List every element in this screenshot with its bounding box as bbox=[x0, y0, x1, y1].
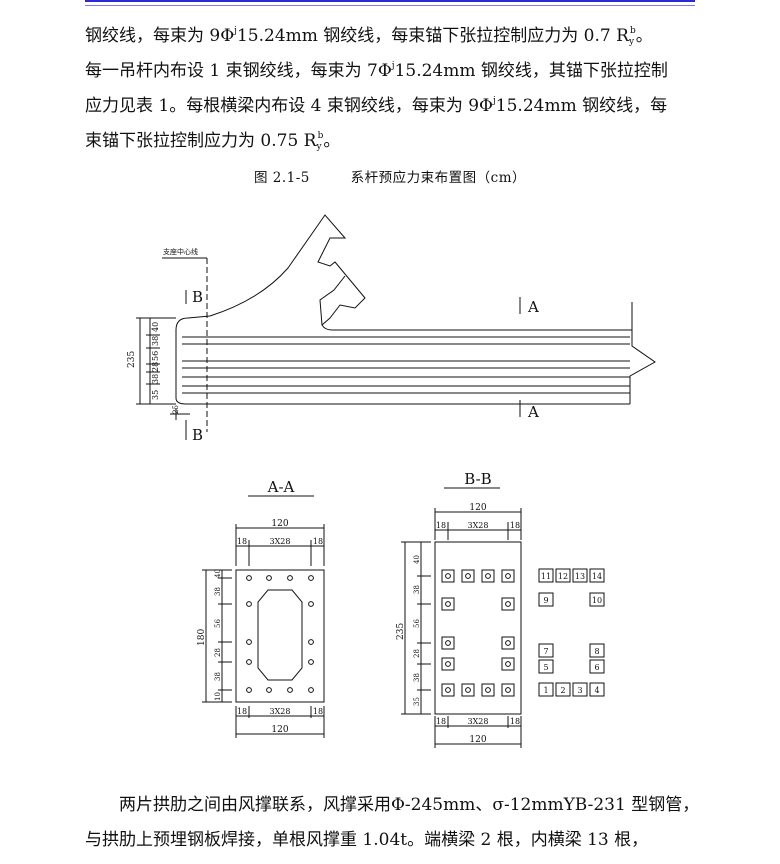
text-line-6: 与拱肋上预埋钢板焊接，单根风撑重 1.04t。端横梁 2 根，内横梁 13 根， bbox=[85, 830, 649, 850]
paragraph-tendon-spec: 钢绞线，每束为 9Φj15.24mm 钢绞线，每束锚下张拉控制应力为 0.7 R… bbox=[85, 14, 705, 154]
tendon-number: 7 bbox=[543, 647, 548, 656]
svg-text:18: 18 bbox=[313, 537, 323, 546]
svg-text:40: 40 bbox=[214, 569, 222, 578]
elevation-view bbox=[136, 214, 656, 440]
svg-text:120: 120 bbox=[469, 735, 486, 745]
svg-text:40: 40 bbox=[151, 322, 160, 332]
figure-title: 系杆预应力束布置图（cm） bbox=[350, 170, 527, 186]
section-b-top-label: B bbox=[192, 288, 203, 306]
figure-number: 图 2.1-5 bbox=[253, 170, 310, 186]
svg-text:18: 18 bbox=[237, 537, 247, 546]
tendon-number: 10 bbox=[592, 596, 602, 605]
tendon-number: 9 bbox=[543, 596, 548, 605]
text-line-5: 两片拱肋之间由风撑联系，风撑采用Φ-245mm、σ-12mmYB-231 型钢管… bbox=[119, 795, 700, 815]
svg-text:120: 120 bbox=[271, 725, 288, 735]
section-bb bbox=[401, 487, 605, 748]
section-bb-title: B-B bbox=[464, 470, 491, 488]
svg-text:235: 235 bbox=[396, 623, 406, 640]
svg-text:38: 38 bbox=[151, 374, 160, 384]
text-line-4: 束锚下张拉控制应力为 0.75 Ryb。 bbox=[85, 131, 341, 152]
svg-text:28: 28 bbox=[151, 362, 160, 372]
header-rule bbox=[85, 0, 695, 8]
tendon-number: 6 bbox=[594, 663, 599, 672]
svg-text:25: 25 bbox=[172, 405, 180, 414]
text-line-1: 钢绞线，每束为 9Φj15.24mm 钢绞线，每束锚下张拉控制应力为 0.7 R… bbox=[85, 26, 653, 47]
svg-text:28: 28 bbox=[413, 649, 421, 658]
svg-text:180: 180 bbox=[197, 629, 207, 646]
svg-text:3X28: 3X28 bbox=[270, 707, 291, 716]
tendon-number: 2 bbox=[560, 686, 565, 695]
section-aa-title: A-A bbox=[267, 478, 295, 496]
paragraph-wind-bracing: 两片拱肋之间由风撑联系，风撑采用Φ-245mm、σ-12mmYB-231 型钢管… bbox=[85, 788, 705, 858]
svg-text:18: 18 bbox=[510, 717, 520, 726]
svg-text:18: 18 bbox=[436, 717, 446, 726]
elevation-dim-total: 235 bbox=[127, 351, 137, 368]
section-aa bbox=[202, 495, 325, 738]
svg-text:120: 120 bbox=[469, 503, 486, 513]
svg-text:18: 18 bbox=[237, 707, 247, 716]
svg-text:18: 18 bbox=[510, 521, 520, 530]
beam-outline bbox=[175, 317, 630, 405]
svg-text:10: 10 bbox=[214, 692, 222, 701]
svg-text:3X28: 3X28 bbox=[468, 521, 489, 530]
tendon-number: 12 bbox=[558, 572, 568, 581]
svg-text:56: 56 bbox=[214, 619, 222, 628]
svg-text:18: 18 bbox=[313, 707, 323, 716]
tendon-number: 8 bbox=[594, 647, 599, 656]
support-center-label: 支座中心线 bbox=[163, 247, 198, 256]
svg-text:38: 38 bbox=[214, 672, 222, 681]
section-a-top-label: A bbox=[527, 298, 539, 316]
section-b-bottom-label: B bbox=[192, 426, 203, 444]
svg-text:35: 35 bbox=[151, 390, 160, 400]
figure-caption: 图 2.1-5 系杆预应力束布置图（cm） bbox=[0, 166, 780, 186]
svg-text:40: 40 bbox=[413, 555, 421, 564]
tendon-number: 14 bbox=[592, 572, 602, 581]
tendon-number-legend bbox=[538, 568, 605, 697]
text-line-2: 每一吊杆内布设 1 束钢绞线，每束为 7Φj15.24mm 钢绞线，其锚下张拉控… bbox=[85, 61, 668, 81]
tendon-number: 1 bbox=[543, 686, 548, 695]
svg-text:38: 38 bbox=[413, 585, 421, 594]
section-a-bottom-label: A bbox=[527, 403, 539, 421]
text-line-3: 应力见表 1。每根横梁内布设 4 束钢绞线，每束为 9Φj15.24mm 钢绞线… bbox=[85, 96, 668, 116]
tendon-number: 4 bbox=[594, 686, 599, 695]
svg-text:38: 38 bbox=[413, 673, 421, 682]
tendon-number: 13 bbox=[575, 572, 585, 581]
svg-text:35: 35 bbox=[413, 697, 421, 706]
svg-text:3X28: 3X28 bbox=[270, 537, 291, 546]
tendon-number: 5 bbox=[543, 663, 548, 672]
tendon-number: 3 bbox=[577, 686, 582, 695]
svg-text:120: 120 bbox=[271, 519, 288, 529]
tendon-number: 11 bbox=[541, 572, 551, 581]
svg-text:3X28: 3X28 bbox=[468, 717, 489, 726]
svg-text:56: 56 bbox=[413, 619, 421, 628]
svg-text:56: 56 bbox=[151, 351, 160, 361]
svg-text:38: 38 bbox=[151, 336, 160, 346]
svg-text:18: 18 bbox=[436, 521, 446, 530]
svg-text:38: 38 bbox=[214, 587, 222, 596]
svg-text:28: 28 bbox=[214, 648, 222, 657]
